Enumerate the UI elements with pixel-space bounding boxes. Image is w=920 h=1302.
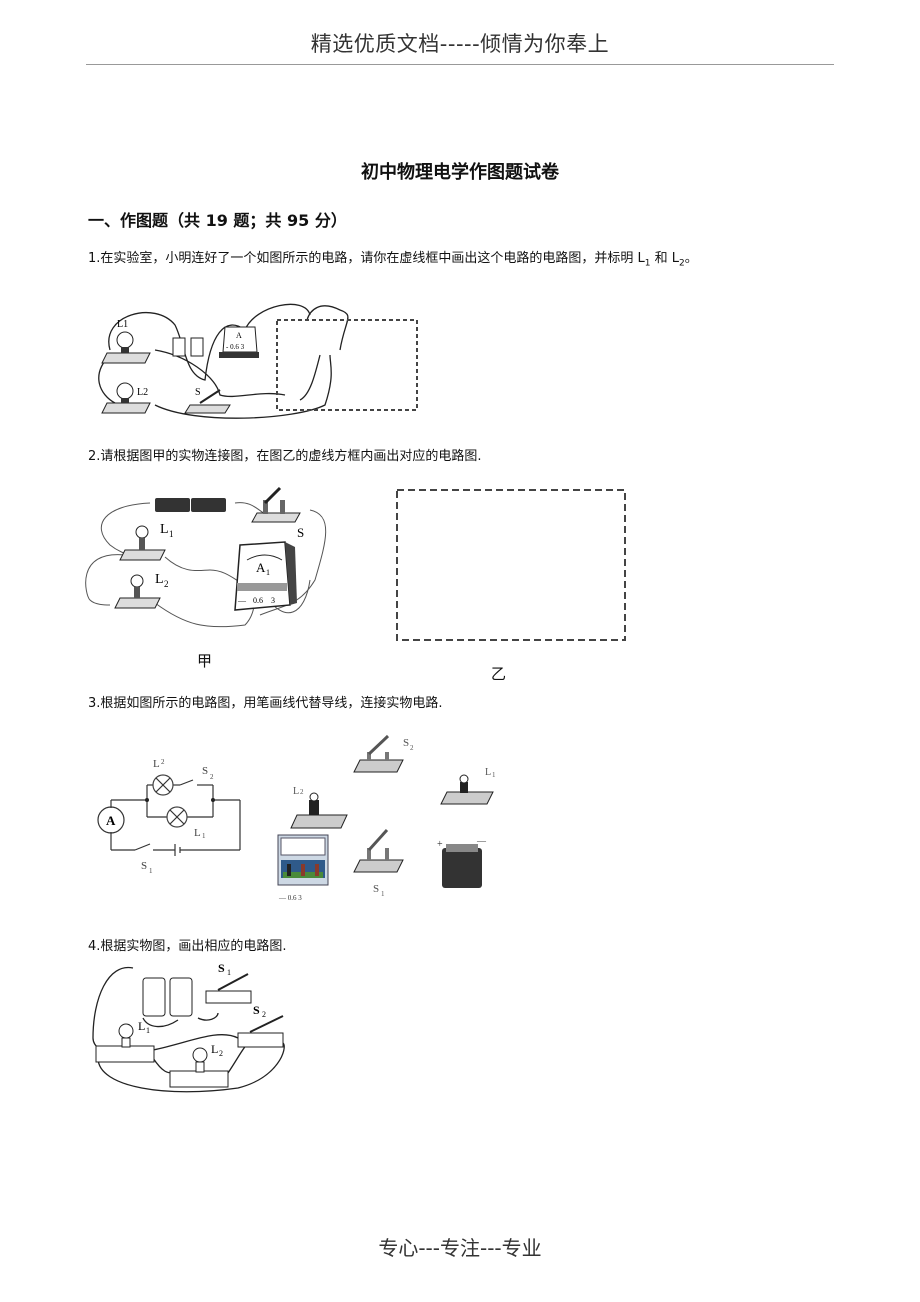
battery-cell <box>155 498 190 512</box>
page-footer: 专心---专注---专业 <box>378 1236 542 1260</box>
document-title: 初中物理电学作图题试卷 <box>361 162 559 183</box>
question-3: 3.根据如图所示的电路图，用笔画线代替导线，连接实物电路. <box>88 692 443 711</box>
question-number: 4. <box>88 939 101 954</box>
physical-lamp-l1: L 1 <box>440 767 496 805</box>
svg-text:A: A <box>236 331 242 340</box>
svg-text:—: — <box>237 596 247 605</box>
svg-text:S: S <box>195 387 201 398</box>
svg-text:L2: L2 <box>137 387 148 398</box>
svg-text:+: + <box>437 839 443 850</box>
physical-lamp-l2: L 2 <box>290 786 348 829</box>
physical-switch-s2: S 2 <box>353 734 414 773</box>
svg-text:0.6: 0.6 <box>253 596 263 605</box>
svg-text:S: S <box>297 525 304 540</box>
lamp-l2: L 2 <box>169 1042 229 1088</box>
battery-cell <box>142 977 166 1017</box>
svg-text:1: 1 <box>227 968 231 977</box>
svg-text:2: 2 <box>300 788 304 796</box>
svg-text:3: 3 <box>271 596 275 605</box>
answer-box <box>396 489 626 641</box>
svg-text:—: — <box>476 836 487 846</box>
figure-caption-yi: 乙 <box>491 665 507 683</box>
figure-q4: S 1 S 2 L 1 L 2 <box>92 961 285 1093</box>
switch-s: S <box>184 387 231 414</box>
svg-text:L1: L1 <box>117 319 128 330</box>
svg-text:— 0.6 3: — 0.6 3 <box>278 894 302 902</box>
svg-text:- 0.6 3: - 0.6 3 <box>226 343 245 351</box>
figure-q1-physical-circuit: L1 L2 A - 0.6 3 S <box>98 303 418 419</box>
svg-text:2: 2 <box>164 579 169 589</box>
figure-q3: A L 2 S 2 L 1 S 1 L 2 S 2 L 1 — 0.6 3 <box>97 734 496 902</box>
question-4: 4.根据实物图，画出相应的电路图. <box>88 935 287 954</box>
question-number: 3. <box>88 696 101 711</box>
svg-text:L: L <box>194 827 201 839</box>
figure-caption-jia: 甲 <box>197 652 213 670</box>
physical-switch-s1: S 1 <box>353 828 404 898</box>
svg-text:S: S <box>218 961 225 975</box>
svg-text:L: L <box>155 572 164 587</box>
svg-text:1: 1 <box>492 771 496 779</box>
lamp-l1-board: L1 <box>101 319 151 364</box>
question-text: 在实验室，小明连好了一个如图所示的电路，请你在虚线框中画出这个电路的电路图，并标… <box>100 251 645 266</box>
question-text: 根据如图所示的电路图，用笔画线代替导线，连接实物电路. <box>100 696 443 711</box>
question-1: 1.在实验室，小明连好了一个如图所示的电路，请你在虚线框中画出这个电路的电路图，… <box>88 251 698 269</box>
svg-text:L: L <box>160 522 169 537</box>
svg-text:S: S <box>141 860 147 872</box>
svg-text:1: 1 <box>202 832 206 840</box>
figure-q2: S L 1 L 2 A 1 — 0.6 3 <box>85 486 626 641</box>
switch-s: S <box>251 486 304 540</box>
svg-text:A: A <box>256 560 266 575</box>
physical-battery: + — <box>437 836 487 888</box>
battery-cell <box>172 337 186 357</box>
svg-text:L: L <box>485 767 491 778</box>
lamp-l1: L 1 <box>119 522 174 561</box>
svg-text:1: 1 <box>169 529 174 539</box>
svg-text:S: S <box>373 883 379 895</box>
svg-text:L: L <box>211 1042 218 1056</box>
svg-text:1: 1 <box>266 568 270 577</box>
lamp-l2-board: L2 <box>101 382 151 414</box>
svg-text:1: 1 <box>146 1026 150 1035</box>
lamp-l2: L 2 <box>114 572 169 609</box>
svg-text:S: S <box>403 737 409 749</box>
switch-s1: S 1 <box>205 961 252 1004</box>
svg-text:S: S <box>253 1003 260 1017</box>
svg-text:2: 2 <box>262 1010 266 1019</box>
svg-text:2: 2 <box>161 758 165 766</box>
ammeter: A - 0.6 3 <box>219 326 259 358</box>
header-divider <box>86 64 834 65</box>
battery-cell <box>190 337 204 357</box>
svg-text:2: 2 <box>410 744 414 752</box>
question-number: 1. <box>88 251 101 266</box>
svg-text:A: A <box>106 813 116 828</box>
section-heading: 一、作图题（共 19 题；共 95 分） <box>88 211 347 230</box>
svg-text:L: L <box>293 786 299 797</box>
question-text: 根据实物图，画出相应的电路图. <box>100 939 287 954</box>
svg-text:L: L <box>153 758 160 770</box>
question-2: 2.请根据图甲的实物连接图，在图乙的虚线方框内画出对应的电路图. <box>88 445 482 464</box>
svg-text:2: 2 <box>219 1049 223 1058</box>
page-header: 精选优质文档-----倾情为你奉上 <box>310 32 610 56</box>
physical-ammeter: — 0.6 3 <box>277 834 329 902</box>
question-text: 请根据图甲的实物连接图，在图乙的虚线方框内画出对应的电路图. <box>100 449 482 464</box>
circuit-schematic <box>97 774 241 856</box>
svg-text:2: 2 <box>210 773 214 781</box>
svg-text:1: 1 <box>381 890 385 898</box>
switch-s2: S 2 <box>237 1003 284 1048</box>
question-number: 2. <box>88 449 101 464</box>
svg-text:L: L <box>138 1019 145 1033</box>
svg-text:S: S <box>202 765 208 777</box>
battery-cell <box>191 498 226 512</box>
lamp-l1: L 1 <box>95 1019 155 1063</box>
ammeter-a1: A 1 — 0.6 3 <box>234 541 297 611</box>
answer-box <box>276 319 418 411</box>
battery-cell <box>169 977 193 1017</box>
svg-text:1: 1 <box>149 867 153 875</box>
